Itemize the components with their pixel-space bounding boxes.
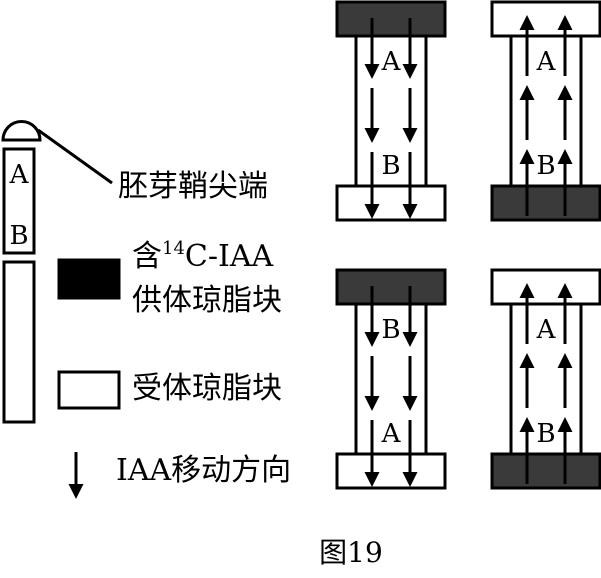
experiment-1-top-block-donor [335, 0, 447, 38]
experiment-3-bottom-block-receiver [335, 452, 447, 490]
experiment-1: AB [335, 0, 447, 222]
segment-b-label: B [9, 221, 28, 251]
experiment-3: BA [335, 268, 447, 490]
experiment-1-bottom-block-receiver [335, 184, 447, 222]
figure-caption: 图19 [319, 536, 383, 569]
experiment-4: AB [490, 268, 601, 490]
legend-donor-swatch [57, 258, 121, 300]
seedling-illustration: A B 胚芽鞘尖端 [1, 120, 268, 424]
coleoptile-tip [1, 120, 42, 142]
legend: 含14C-IAA 供体琼脂块 受体琼脂块 IAA移动方向 [57, 238, 291, 499]
experiment-3-bottom-label: A [381, 419, 402, 449]
experiment-1-stem [354, 34, 428, 188]
experiment-2-bottom-label: B [536, 151, 555, 181]
segment-a-label: A [9, 160, 30, 190]
tip-label: 胚芽鞘尖端 [118, 169, 268, 204]
legend-donor-line2: 供体琼脂块 [132, 283, 282, 318]
segment-ab-box [2, 147, 36, 255]
legend-receiver-label: 受体琼脂块 [132, 371, 282, 406]
experiment-4-bottom-block-donor [490, 452, 601, 490]
legend-receiver-swatch [57, 370, 121, 410]
experiment-2-top-label: A [536, 47, 557, 77]
experiment-3-top-block-donor [335, 268, 447, 306]
experiment-2-top-block-receiver [490, 0, 601, 38]
experiment-2: AB [490, 0, 601, 222]
experiment-1-bottom-label: B [381, 151, 400, 181]
lower-stem-box [2, 260, 36, 424]
legend-donor-line1: 含14C-IAA [132, 238, 274, 274]
experiment-4-top-block-receiver [490, 268, 601, 306]
experiment-4-bottom-label: B [536, 419, 555, 449]
experiment-4-top-label: A [536, 315, 557, 345]
experiment-2-bottom-block-donor [490, 184, 601, 222]
tip-pointer-line [37, 128, 113, 185]
experiment-1-top-label: A [381, 47, 402, 77]
legend-arrow-label: IAA移动方向 [116, 453, 291, 488]
experiment-3-top-label: B [381, 315, 400, 345]
